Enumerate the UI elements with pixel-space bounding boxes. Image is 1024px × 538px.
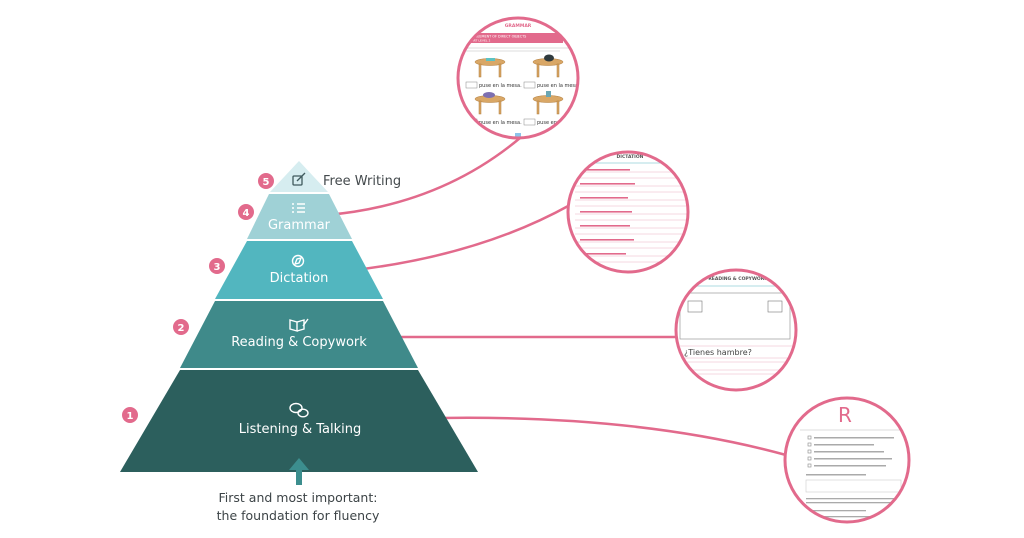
level-4-badge: 4 (238, 204, 254, 220)
level-4-label: Grammar (268, 218, 331, 233)
grammar-connector-line (326, 137, 521, 217)
level-1-label: Listening & Talking (239, 422, 361, 437)
svg-text:4: 4 (243, 208, 250, 219)
reading-copywork-worksheet-preview: READING & COPYWORK ¿Tienes hambre? (674, 268, 798, 392)
pyramid-tier-2 (180, 301, 418, 368)
listening-worksheet-preview: R (783, 396, 911, 524)
level-5-label: Free Writing (323, 174, 401, 189)
reading-preview-phrase: ¿Tienes hambre? (684, 348, 752, 357)
grammar-preview-caption-3: puse en la mesa. (479, 120, 522, 126)
book-pencil-icon (289, 318, 309, 332)
listening-connector-line (439, 416, 787, 457)
pyramid-tier-1 (120, 370, 478, 472)
up-arrow-icon (289, 458, 309, 485)
pyramid-tier-3 (215, 241, 383, 299)
level-3-badge: 3 (209, 258, 225, 274)
pyramid-tier-4 (247, 194, 352, 239)
svg-text:2: 2 (178, 323, 185, 334)
level-1-badge: 1 (122, 407, 138, 423)
level-2-label: Reading & Copywork (231, 335, 367, 350)
grammar-preview-banner: AGREEMENT OF DIRECT OBJECTS (470, 35, 526, 39)
grammar-preview-banner-2: PART LEVEL 2 (470, 39, 490, 43)
level-5-badge: 5 (258, 173, 274, 189)
grammar-preview-caption-1: puse en la mesa. (479, 83, 522, 89)
level-3-label: Dictation (270, 271, 329, 286)
grammar-preview-caption-4: puse en la... (537, 120, 568, 126)
dictation-worksheet-preview: DICTATION (566, 150, 690, 274)
foundation-caption-line-1: First and most important: (219, 490, 378, 505)
foundation-caption-line-2: the foundation for fluency (217, 508, 380, 523)
edit-icon (292, 172, 306, 186)
level-2-badge: 2 (173, 319, 189, 335)
grammar-preview-caption-2: puse en la mesa. (537, 83, 580, 89)
compass-icon (291, 254, 305, 268)
chat-bubbles-icon (289, 402, 309, 418)
list-icon (292, 203, 305, 213)
dictation-preview-title: DICTATION (617, 154, 644, 160)
svg-text:1: 1 (127, 411, 134, 422)
listening-preview-letter: R (838, 403, 852, 427)
reading-preview-title: READING & COPYWORK (708, 276, 768, 282)
grammar-worksheet-preview: GRAMMAR AGREEMENT OF DIRECT OBJECTS PART… (456, 16, 580, 140)
grammar-preview-title: GRAMMAR (505, 23, 532, 29)
svg-text:5: 5 (263, 177, 270, 188)
dictation-connector-line (354, 203, 571, 272)
svg-text:3: 3 (214, 262, 221, 273)
